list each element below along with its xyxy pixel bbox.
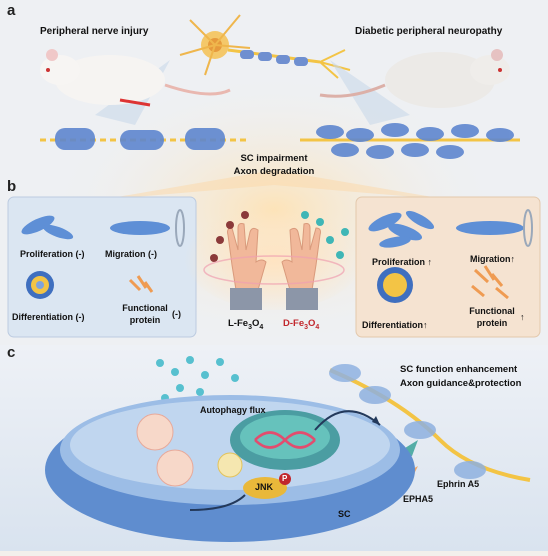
panel-b-letter: b <box>7 178 17 195</box>
left-migration: Migration (-) <box>105 249 157 259</box>
l-fe3o4-label: L-Fe3O4 <box>228 318 264 331</box>
neuron-icon <box>179 14 351 79</box>
up-arrow-icon: ↑ <box>423 320 428 330</box>
left-title: Peripheral nerve injury <box>40 26 149 37</box>
myelinated-axon-icon-right <box>300 123 520 159</box>
p-label: P <box>282 474 288 483</box>
right-functional-line2: protein <box>476 318 508 328</box>
schwann-cell-icon-left <box>21 209 185 299</box>
right-proliferation: Proliferation ↑ <box>372 257 433 267</box>
ephrin-label: Ephrin A5 <box>437 479 480 489</box>
sc-label: SC <box>338 509 351 519</box>
panel-c-letter: c <box>7 344 16 361</box>
up-arrow-icon: ↑ <box>427 257 433 267</box>
schwann-cell-icon-right <box>368 209 533 303</box>
right-title: Diabetic peripheral neuropathy <box>355 26 503 37</box>
right-functional-line1: Functional <box>469 306 515 316</box>
myelinated-axon-icon-left <box>40 128 250 150</box>
left-proliferation: Proliferation (-) <box>20 249 85 259</box>
dna-icon <box>254 431 316 449</box>
outcome-line2: Axon degradation <box>233 166 315 177</box>
left-functional-suffix: (-) <box>172 309 181 319</box>
schwann-cell-large <box>45 395 415 542</box>
nanoparticle-icon <box>203 211 349 285</box>
jnk-label: JNK <box>255 482 274 492</box>
up-arrow-icon: ↑ <box>510 254 516 264</box>
rat-icon-right <box>319 49 510 108</box>
epha5-label: EPHA5 <box>403 494 434 504</box>
right-migration: Migration↑ <box>470 254 515 264</box>
rat-icon-left <box>40 49 231 107</box>
enhance-line2: Axon guidance&protection <box>400 378 522 389</box>
autophagy-label: Autophagy flux <box>200 405 266 415</box>
right-differentiation: Differentiation↑ <box>362 320 428 330</box>
left-functional-line2: protein <box>129 315 161 325</box>
d-fe3o4-label: D-Fe3O4 <box>283 318 320 331</box>
right-functional-arrow: ↑ <box>520 312 525 322</box>
outcome-line1: SC impairment <box>240 153 308 164</box>
left-differentiation: Differentiation (-) <box>12 312 85 322</box>
panel-a-letter: a <box>7 2 16 19</box>
left-functional-line1: Functional <box>122 303 168 313</box>
enhance-line1: SC function enhancement <box>400 364 518 375</box>
